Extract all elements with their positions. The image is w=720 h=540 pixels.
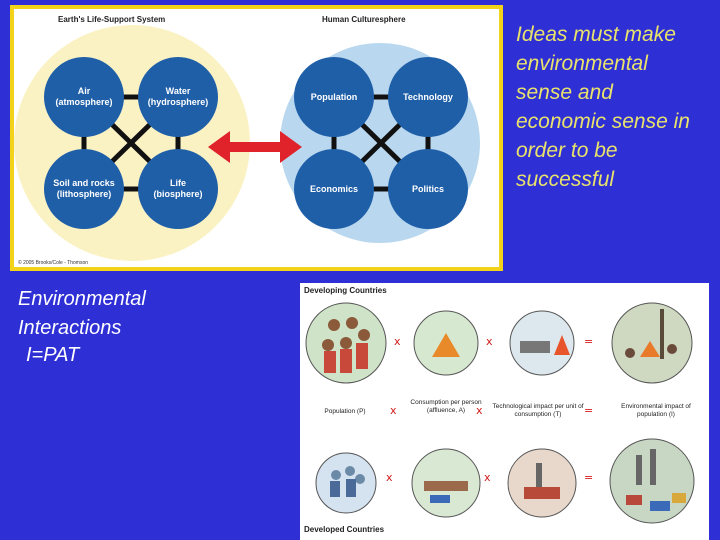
ipat-equation: I=PAT	[26, 344, 80, 366]
soil-label-line2: (lithosphere)	[56, 189, 112, 199]
technology-label: Technology	[403, 92, 453, 102]
equals-operator-2: =	[584, 404, 594, 417]
diagram-graphics	[14, 25, 480, 261]
soil-label-line1: Soil and rocks	[53, 178, 115, 188]
air-label-line2: (atmosphere)	[55, 97, 113, 107]
ideas-text: Ideas must make environmental sense and …	[516, 23, 690, 191]
copyright-text: © 2005 Brooks/Cole - Thomson	[18, 260, 89, 266]
diagram-panel: Earth's Life-Support System Human Cultur…	[14, 9, 499, 267]
life-label: Life (biosphere)	[136, 178, 220, 200]
politics-node	[388, 149, 468, 229]
impact-caption: Environmental impact of population (I)	[621, 403, 691, 418]
env-line2: Interactions	[18, 317, 122, 339]
consumption-caption: Consumption per person (affluence, A)	[410, 399, 482, 414]
water-label-line1: Water	[165, 86, 191, 96]
economics-node	[294, 149, 374, 229]
politics-label: Politics	[411, 184, 444, 194]
developing-row	[305, 302, 693, 384]
technology-node	[388, 57, 468, 137]
economics-label: Economics	[309, 184, 358, 194]
population-node	[294, 57, 374, 137]
developed-row	[315, 438, 695, 524]
culturesphere-title: Human Culturesphere	[322, 15, 406, 24]
life-node	[138, 149, 218, 229]
technology-caption: Technological impact per unit of consump…	[492, 403, 584, 418]
air-label: Air (atmosphere)	[42, 86, 126, 108]
developing-countries-heading: Developing Countries	[304, 286, 387, 295]
water-label: Water (hydrosphere)	[136, 86, 220, 108]
times-operator-5: x	[386, 471, 393, 484]
water-label-line2: (hydrosphere)	[147, 97, 209, 107]
population-label: Population	[310, 92, 358, 102]
environmental-interactions: Environmental Interactions	[18, 285, 278, 343]
times-operator-1: x	[394, 335, 401, 348]
life-support-culturesphere-diagram: Earth's Life-Support System Human Cultur…	[10, 5, 503, 271]
times-operator-4: x	[476, 404, 483, 417]
life-label-line2: (biosphere)	[153, 189, 203, 199]
env-line1: Environmental	[18, 288, 146, 310]
double-arrow-icon	[208, 131, 302, 163]
air-label-line1: Air	[77, 86, 91, 96]
soil-node	[44, 149, 124, 229]
water-node	[138, 57, 218, 137]
developed-countries-heading: Developed Countries	[304, 525, 385, 534]
equals-operator-1: =	[584, 335, 594, 348]
life-support-title: Earth's Life-Support System	[58, 15, 166, 24]
life-label-line1: Life	[169, 178, 186, 188]
ipat-illustration: Developing Countries	[300, 283, 709, 540]
population-caption: Population (P)	[324, 408, 366, 415]
air-node	[44, 57, 124, 137]
times-operator-6: x	[484, 471, 491, 484]
developing-impact-icon	[611, 302, 693, 384]
times-operator-3: x	[390, 404, 397, 417]
equals-operator-3: =	[584, 471, 594, 484]
times-operator-2: x	[486, 335, 493, 348]
soil-label: Soil and rocks (lithosphere)	[40, 178, 128, 200]
ipat-graphics	[305, 302, 695, 524]
